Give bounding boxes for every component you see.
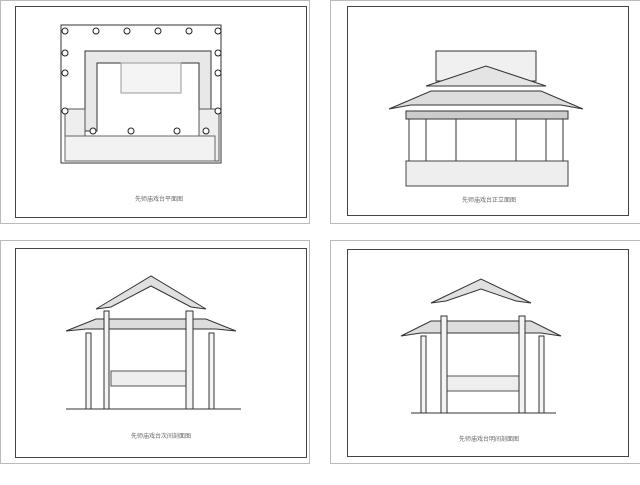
front-elevation-drawing: [388, 50, 584, 187]
drawing-frame: [347, 6, 629, 216]
drawing-frame: [15, 6, 307, 218]
central-bay-section-drawing: [400, 278, 562, 414]
drawing-frame: [347, 249, 629, 457]
side-bay-section-drawing: [65, 275, 241, 410]
drawing-caption: 先师庙戏台次间剖面图: [130, 433, 192, 440]
drawing-caption: 先师庙戏台平面图: [134, 196, 184, 203]
drawing-caption: 先师庙戏台正立面图: [461, 197, 517, 204]
drawing-caption: 先师庙戏台明间剖面图: [458, 436, 520, 443]
sheet-side-bay-section: 先师庙戏台次间剖面图: [0, 240, 310, 464]
sheet-central-bay-section: 先师庙戏台明间剖面图: [330, 240, 640, 464]
floor-plan-drawing: [60, 24, 222, 164]
sheet-plan: 先师庙戏台平面图: [0, 0, 310, 224]
drawing-frame: [15, 248, 307, 458]
sheet-front-elevation: 先师庙戏台正立面图: [330, 0, 640, 224]
